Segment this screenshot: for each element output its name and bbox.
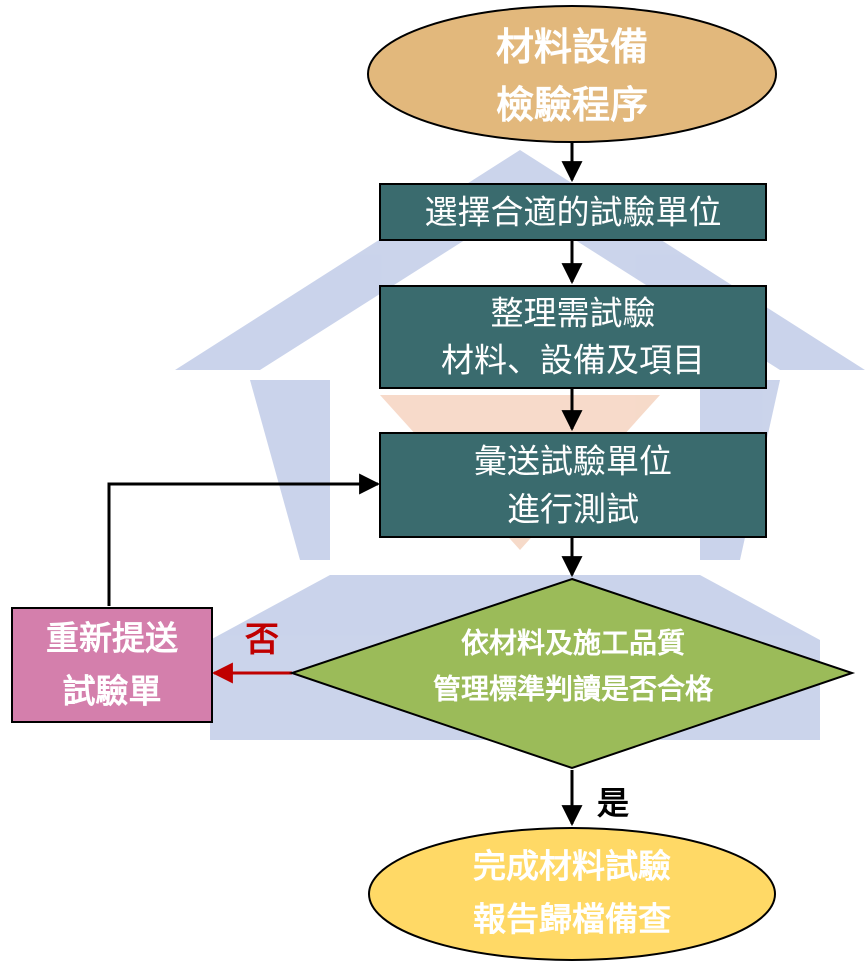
- label-yes: 是: [597, 784, 629, 822]
- step-select-test-unit: 選擇合適的試驗單位: [379, 183, 767, 241]
- step3-box: [379, 432, 767, 538]
- step1-label: 選擇合適的試驗單位: [425, 193, 722, 232]
- resubmit-line-2: 試驗單: [63, 672, 162, 711]
- end-line-1: 完成材料試驗: [473, 847, 671, 886]
- arrow-resubmit-to-step3: [107, 473, 381, 606]
- start-line-1: 材料設備: [496, 25, 648, 69]
- step3-line-2: 進行測試: [507, 490, 639, 529]
- step2-box: [379, 285, 767, 389]
- start-line-2: 檢驗程序: [496, 83, 648, 127]
- step3-line-1: 彙送試驗單位: [474, 442, 672, 481]
- end-node: 完成材料試驗 報告歸檔備查: [368, 827, 776, 961]
- end-ellipse: [368, 827, 776, 961]
- step1-box: [379, 183, 767, 241]
- start-node: 材料設備 檢驗程序: [367, 5, 777, 143]
- step2-line-2: 材料、設備及項目: [441, 341, 705, 380]
- resubmit-box: [11, 607, 213, 723]
- watermark-left-arm: [250, 380, 330, 560]
- decision-diamond: [288, 577, 856, 770]
- decision-node: 依材料及施工品質 管理標準判讀是否合格: [288, 577, 856, 770]
- step2-line-1: 整理需試驗: [491, 294, 656, 333]
- label-no: 否: [245, 620, 279, 660]
- resubmit-line-1: 重新提送: [46, 619, 178, 658]
- resubmit-node: 重新提送 試驗單: [11, 607, 213, 723]
- decision-line-1: 依材料及施工品質: [461, 627, 685, 660]
- end-line-2: 報告歸檔備查: [473, 900, 671, 939]
- decision-line-2: 管理標準判讀是否合格: [433, 673, 714, 706]
- step-send-for-testing: 彙送試驗單位 進行測試: [379, 432, 767, 538]
- start-ellipse: [367, 5, 777, 143]
- step-organize-items: 整理需試驗 材料、設備及項目: [379, 285, 767, 389]
- connectors: [107, 143, 583, 827]
